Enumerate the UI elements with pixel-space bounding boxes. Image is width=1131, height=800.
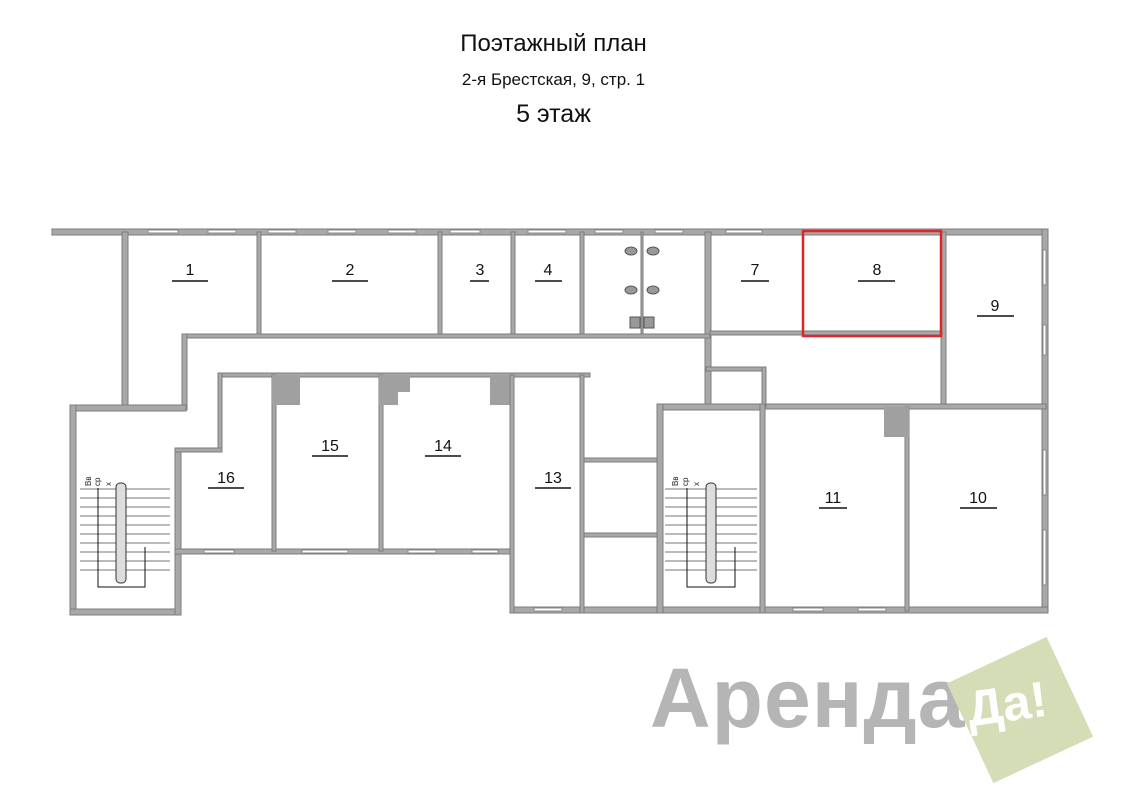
stair-label: ср [93,477,102,486]
stair-label: х [104,482,113,486]
selected-room-highlight[interactable] [801,229,943,338]
stair-label: Вв [84,476,93,486]
svg-text:7: 7 [751,262,760,279]
room-4[interactable]: 4 [535,262,562,282]
svg-text:8: 8 [873,262,882,279]
toilet-fixtures [624,246,660,329]
svg-text:9: 9 [991,298,1000,315]
svg-text:16: 16 [217,470,235,487]
svg-text:10: 10 [969,490,987,507]
room-3[interactable]: 3 [470,262,489,282]
stair-labels: Вв ср х Вв ср х [84,476,701,486]
plan-title: Поэтажный план [460,30,647,57]
stair-label: Вв [671,476,680,486]
room-8[interactable]: 8 [858,262,895,282]
svg-text:4: 4 [544,262,553,279]
room-11[interactable]: 11 [819,490,847,509]
plan-address: 2-я Брестская, 9, стр. 1 [461,70,646,89]
room-labels: 1 2 3 4 7 8 9 10 11 13 14 15 16 [172,262,1014,509]
stairs-right [665,482,757,588]
room-14[interactable]: 14 [425,438,461,457]
svg-text:13: 13 [544,470,562,487]
stairs-left [80,482,170,588]
svg-text:2: 2 [346,262,355,279]
svg-text:3: 3 [476,262,485,279]
logo-badge: Да! [946,636,1095,785]
room-13[interactable]: 13 [535,470,571,489]
stair-label: х [692,482,701,486]
room-1[interactable]: 1 [172,262,208,282]
floor-label: 5 этаж [516,100,591,128]
room-15[interactable]: 15 [312,438,348,457]
walls [51,228,1049,616]
logo-text: Аренда [650,651,966,745]
room-16[interactable]: 16 [208,470,244,489]
room-2[interactable]: 2 [332,262,368,282]
svg-text:11: 11 [825,490,842,507]
windows [147,229,1047,612]
logo-badge-text: Да! [963,670,1051,738]
svg-text:15: 15 [321,438,339,455]
stair-label: ср [681,477,690,486]
svg-text:1: 1 [186,262,195,279]
svg-text:14: 14 [434,438,452,455]
room-7[interactable]: 7 [741,262,769,282]
room-9[interactable]: 9 [977,298,1014,317]
room-10[interactable]: 10 [960,490,997,509]
